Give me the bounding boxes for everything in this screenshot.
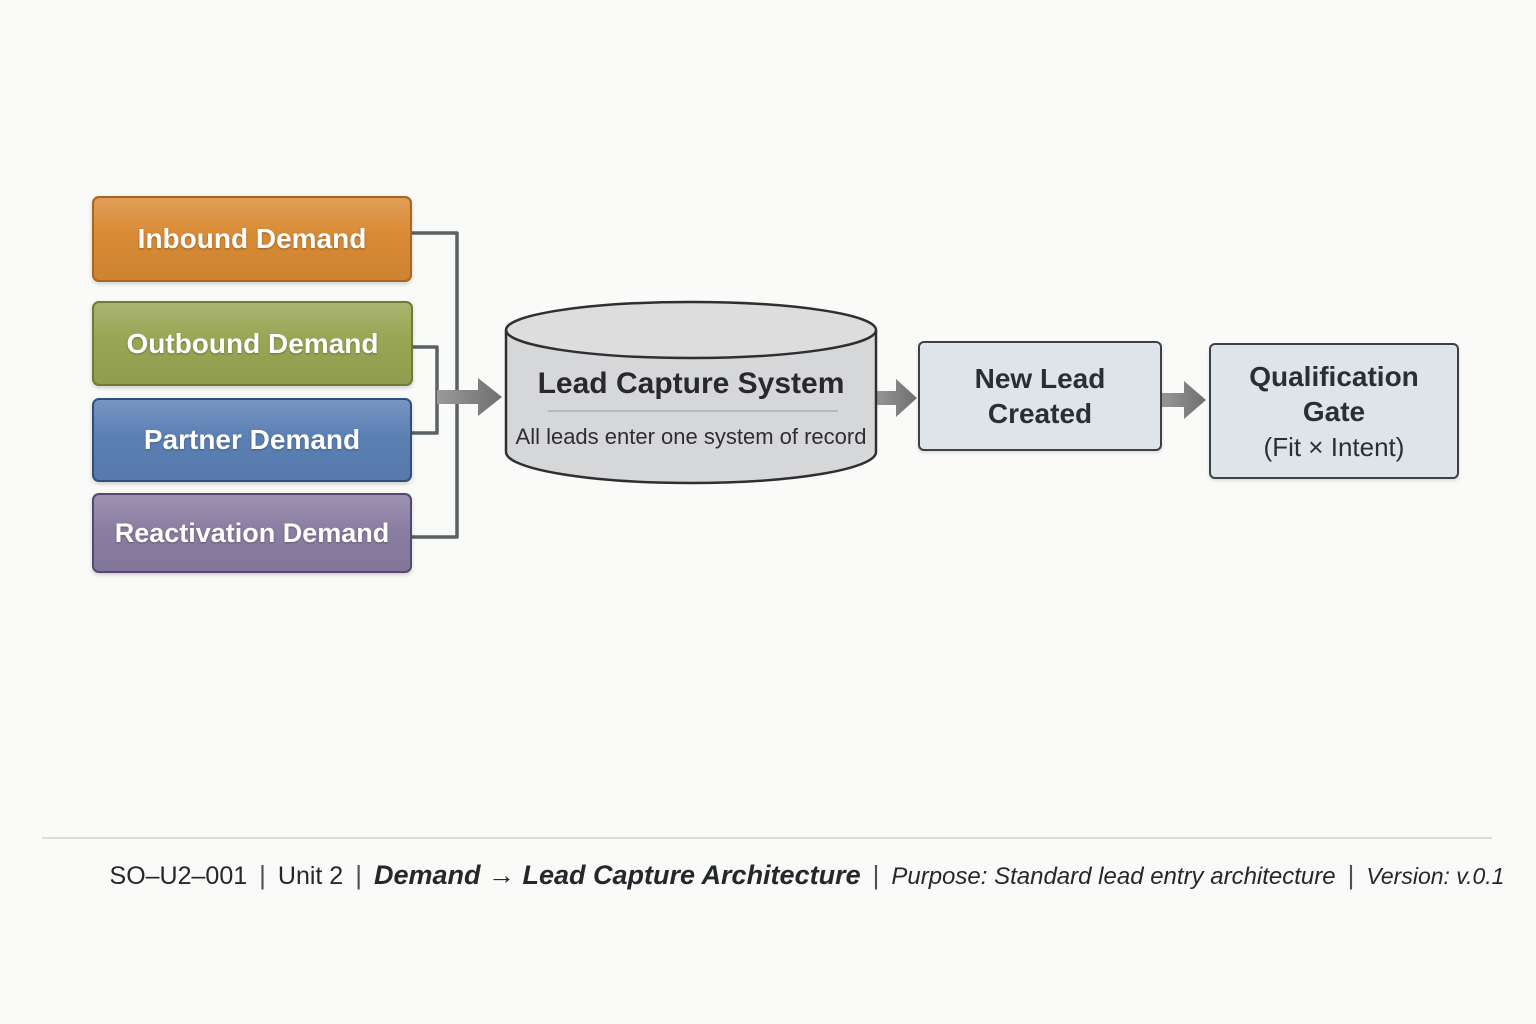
footer-version: Version: v.0.1 <box>1366 863 1505 889</box>
footer-separator: | <box>355 860 362 890</box>
database-subtitle: All leads enter one system of record <box>515 424 867 449</box>
step-box-new-lead: New Lead Created <box>918 341 1162 451</box>
footer-id-code: SO–U2–001 <box>109 862 248 890</box>
arrow-new-lead-to-qualification-icon <box>1159 381 1206 419</box>
bracket-outer <box>408 231 459 539</box>
arrow-to-database-icon <box>437 378 502 416</box>
source-box-reactivation-label: Reactivation Demand <box>114 517 390 548</box>
qualification-gate-subtitle: (Fit × Intent) <box>1263 432 1405 462</box>
source-box-inbound-label: Inbound Demand <box>137 223 367 254</box>
database-divider <box>548 410 838 412</box>
new-lead-line-2: Created <box>987 398 1093 429</box>
footer-unit: Unit 2 <box>277 862 344 890</box>
bracket-inner <box>410 345 439 435</box>
arrow-database-to-new-lead-icon <box>872 379 917 417</box>
qualification-gate-line-2: Gate <box>1302 396 1366 427</box>
database-cylinder-body <box>504 330 878 485</box>
new-lead-line-1: New Lead <box>974 363 1106 394</box>
footer-separator: | <box>259 860 266 890</box>
source-box-outbound: Outbound Demand <box>92 301 413 386</box>
footer-separator: | <box>1347 860 1355 890</box>
footer-divider <box>42 837 1492 839</box>
source-box-outbound-label: Outbound Demand <box>126 327 379 359</box>
source-box-partner: Partner Demand <box>92 398 412 482</box>
step-box-qualification-gate: Qualification Gate (Fit × Intent) <box>1209 343 1459 479</box>
source-box-partner-label: Partner Demand <box>143 424 361 455</box>
footer-purpose: Purpose: Standard lead entry architectur… <box>891 863 1336 890</box>
source-box-reactivation: Reactivation Demand <box>92 493 412 573</box>
qualification-gate-line-1: Qualification <box>1249 361 1419 392</box>
database-title: Lead Capture System <box>537 367 845 400</box>
source-box-inbound: Inbound Demand <box>92 196 412 282</box>
database-cylinder-top <box>504 300 878 360</box>
footer-separator: | <box>872 860 880 890</box>
footer-title: Demand → Lead Capture Architecture <box>373 860 861 890</box>
footer: SO–U2–001 | Unit 2 | Demand → Lead Captu… <box>39 860 1536 891</box>
